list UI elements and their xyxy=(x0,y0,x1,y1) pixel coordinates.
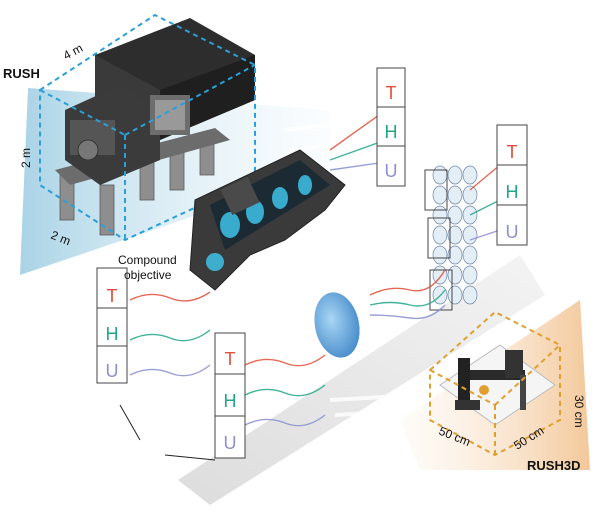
tube-lens xyxy=(314,292,360,358)
panel-top-letter-h: H xyxy=(385,122,398,142)
rush3d-label: RUSH3D xyxy=(527,458,580,473)
panel-right-letter-u: U xyxy=(506,222,519,242)
compound-objective-label-line2: objective xyxy=(124,268,172,282)
panel-bottom-letter-h: H xyxy=(224,391,237,411)
dim-30cm-label: 30 cm xyxy=(572,395,586,428)
rush3d-instrument xyxy=(439,344,556,426)
compound-objective xyxy=(189,149,346,291)
panel-top-letter-t: T xyxy=(386,83,397,103)
dim-2m-height-label: 2 m xyxy=(19,148,33,168)
panel-top-letter-u: U xyxy=(385,161,398,181)
rush-instrument xyxy=(55,18,255,236)
gray-light-beam xyxy=(178,255,545,505)
panel-top: T H U xyxy=(376,67,406,187)
rush3d-dimension-box xyxy=(429,310,561,457)
leader-lines xyxy=(119,404,216,461)
panel-left-letter-t: T xyxy=(107,286,118,306)
panel-right: T H U xyxy=(496,124,528,246)
panel-left-letter-h: H xyxy=(106,324,119,344)
image-panels: T H U T H U T H U T H U xyxy=(96,67,528,459)
dim-4m-label: 4 m xyxy=(61,41,85,63)
microlens-array xyxy=(432,165,478,305)
panel-right-letter-t: T xyxy=(507,142,518,162)
microlens-subimages xyxy=(424,169,453,311)
panel-bottom: T H U xyxy=(214,332,246,459)
panel-bottom-letter-u: U xyxy=(224,433,237,453)
panel-left-letter-u: U xyxy=(106,361,119,381)
dim-2m-depth-label: 2 m xyxy=(49,228,73,248)
panel-left: T H U xyxy=(96,267,128,384)
rush-label: RUSH xyxy=(3,66,40,81)
panel-bottom-letter-t: T xyxy=(225,349,236,369)
compound-objective-label-line1: Compound xyxy=(118,253,177,267)
panel-right-letter-h: H xyxy=(506,182,519,202)
